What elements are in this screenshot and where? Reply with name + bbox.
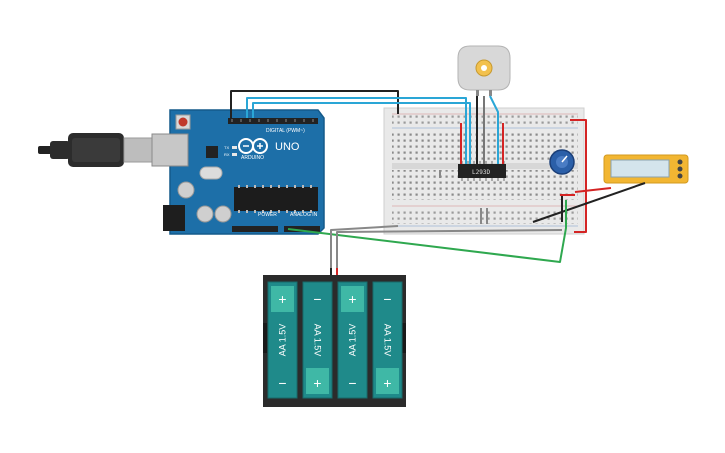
battery-terminal-top [341, 286, 364, 312]
battery-cell-label: AA 1.5V [383, 324, 393, 357]
battery-cell-label: AA 1.5V [348, 324, 358, 357]
battery-terminal-bottom [376, 368, 399, 394]
ic-label: L293D [472, 169, 490, 176]
potentiometer [549, 149, 575, 175]
battery-terminal-top [306, 286, 329, 312]
l293d-ic: L293D [458, 161, 506, 181]
battery-top-sign: + [278, 291, 286, 307]
wires [230, 90, 646, 282]
battery-cells: + − AA 1.5V − + AA 1.5V + − AA 1.5V − + AA 1.5V [267, 281, 403, 399]
battery-terminal-bottom [306, 368, 329, 394]
battery-cell: − + AA 1.5V [372, 281, 403, 399]
tx-led-label: TX [224, 145, 229, 150]
battery-bottom-sign: + [383, 375, 391, 391]
battery-top-sign: − [383, 291, 391, 307]
battery-cell-label: AA 1.5V [313, 324, 323, 357]
power-header-label: POWER [258, 212, 277, 218]
multimeter [603, 154, 689, 184]
battery-cell: + − AA 1.5V [267, 281, 298, 399]
battery-cell-label: AA 1.5V [278, 324, 288, 357]
battery-top-sign: − [313, 291, 321, 307]
dc-motor [457, 45, 511, 96]
battery-bottom-sign: − [348, 375, 356, 391]
battery-terminal-bottom [341, 368, 364, 394]
arduino-brand: ARDUINO [241, 155, 264, 161]
battery-cell: − + AA 1.5V [302, 281, 333, 399]
analog-header-label: ANALOG IN [290, 212, 318, 218]
battery-bottom-sign: − [278, 375, 286, 391]
arduino-uno-board: DIGITAL (PWM~) ARDUINO UNO TX RX POW [151, 109, 325, 235]
battery-top-sign: + [348, 291, 356, 307]
arduino-model: UNO [275, 141, 300, 153]
battery-terminal-top [376, 286, 399, 312]
battery-cell: + − AA 1.5V [337, 281, 368, 399]
arduino-logo [238, 138, 268, 154]
battery-terminal-bottom [271, 368, 294, 394]
rx-led-label: RX [224, 152, 230, 157]
battery-terminal-top [271, 286, 294, 312]
battery-bottom-sign: + [313, 375, 321, 391]
digital-header-label: DIGITAL (PWM~) [266, 128, 305, 134]
